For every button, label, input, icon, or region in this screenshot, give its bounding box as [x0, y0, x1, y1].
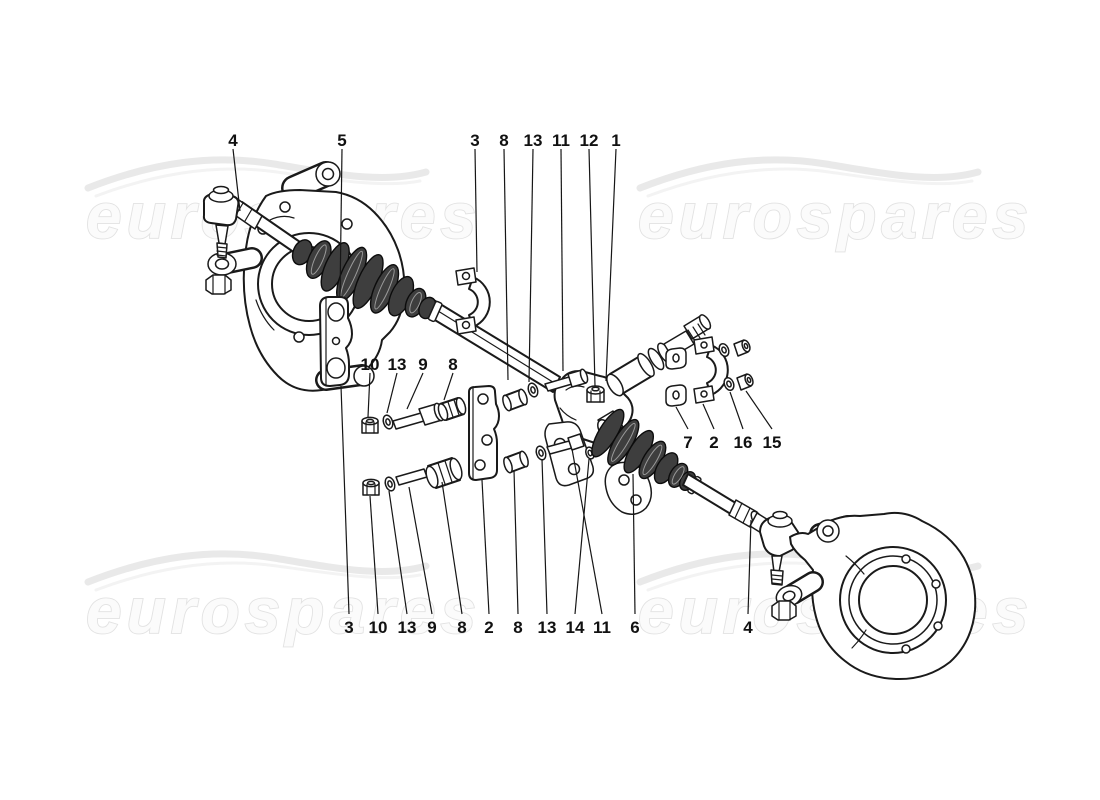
part-number-label: 9 — [418, 355, 427, 374]
part-number-label: 9 — [427, 618, 436, 637]
leader-line — [481, 479, 490, 615]
part-number-label: 4 — [228, 131, 238, 150]
part-number-label: 11 — [552, 131, 570, 150]
left-boot — [291, 239, 443, 323]
part-number-label: 13 — [524, 131, 543, 150]
nut-15-lower — [736, 373, 754, 391]
part-number-label: 13 — [398, 618, 417, 637]
leader-line — [745, 390, 773, 430]
bushing-8-upper — [437, 397, 467, 421]
right-clamp-assembly — [665, 336, 754, 407]
leader-line — [729, 391, 744, 430]
fastener-group-upper — [361, 368, 589, 434]
part-number-label: 8 — [513, 618, 522, 637]
leader-line — [541, 458, 548, 615]
center-mounting-plate — [468, 385, 500, 481]
leader-line — [406, 372, 424, 410]
upper-rack-shaft — [606, 314, 712, 397]
watermark-text-top-right: eurospares — [638, 180, 1033, 252]
leader-line — [605, 148, 617, 382]
leader-line — [367, 372, 371, 418]
leader-line — [702, 403, 715, 430]
part-number-label: 8 — [499, 131, 508, 150]
leader-line — [571, 448, 603, 615]
part-number-label: 11 — [593, 618, 611, 637]
bushing-8-upper-right — [502, 388, 528, 412]
leader-line — [528, 148, 534, 383]
part-number-label: 8 — [457, 618, 466, 637]
saddle-block-7-upper — [665, 347, 687, 370]
leader-line — [560, 148, 564, 372]
leader-line — [675, 406, 689, 430]
hex-nut-left-knuckle — [205, 274, 232, 295]
leader-line — [441, 481, 463, 615]
part-number-label: 10 — [369, 618, 388, 637]
part-number-label: 2 — [709, 433, 718, 452]
leader-line — [574, 458, 590, 615]
part-number-label: 3 — [344, 618, 353, 637]
part-number-label: 2 — [484, 618, 493, 637]
bolt-9-upper — [392, 402, 445, 430]
part-number-label: 13 — [388, 355, 407, 374]
right-steering-knuckle — [771, 511, 977, 681]
bolt-9-lower — [395, 468, 428, 486]
part-number-label: 16 — [734, 433, 753, 452]
nut-10-upper — [361, 416, 379, 434]
leader-line — [232, 148, 241, 212]
saddle-block-7-lower — [665, 384, 687, 407]
bolt-11-upper — [544, 368, 589, 392]
leader-line — [369, 495, 379, 615]
left-mounting-plate — [319, 296, 353, 387]
bushing-8-lower — [425, 457, 463, 489]
leader-line — [632, 473, 636, 615]
part-number-label: 14 — [566, 618, 585, 637]
upper-clamp-half — [455, 267, 491, 335]
part-number-label: 15 — [763, 433, 782, 452]
part-number-label: 7 — [683, 433, 692, 452]
leader-line — [386, 372, 398, 414]
watermark-swoosh-top-left — [84, 156, 430, 198]
leader-line — [503, 148, 509, 381]
part-number-label: 8 — [448, 355, 457, 374]
leader-line — [588, 148, 596, 387]
bolt-11-lower — [546, 433, 585, 455]
pinion-nut — [586, 385, 605, 403]
part-number-label: 10 — [361, 355, 380, 374]
left-tie-rod-end — [202, 185, 301, 259]
part-number-label: 4 — [743, 618, 753, 637]
hex-nut-right-knuckle — [771, 600, 797, 621]
watermark-swoosh-bottom-left — [84, 550, 430, 592]
right-tie-rod — [682, 473, 801, 586]
leader-line — [339, 148, 343, 298]
watermark-text-bottom-left: eurospares — [86, 575, 481, 647]
nut-15-upper — [733, 339, 751, 357]
part-number-label: 5 — [337, 131, 346, 150]
leader-line — [513, 469, 519, 615]
fastener-group-lower — [362, 433, 595, 496]
part-number-label: 1 — [611, 131, 620, 150]
leader-line — [474, 148, 478, 273]
watermark-swoosh-top-right — [636, 156, 982, 198]
clamp-half-2 — [693, 336, 729, 404]
leader-line — [408, 486, 433, 615]
part-number-label: 13 — [538, 618, 557, 637]
leader-line — [443, 372, 454, 401]
part-number-label: 3 — [470, 131, 479, 150]
bushing-8-lower-right — [503, 450, 529, 474]
rack-tube — [424, 298, 561, 393]
leader-line — [388, 490, 408, 615]
leader-line — [340, 385, 350, 615]
part-number-label: 6 — [630, 618, 639, 637]
part-number-label: 12 — [580, 131, 599, 150]
nut-10-lower — [362, 478, 380, 496]
leader-line — [747, 519, 752, 615]
